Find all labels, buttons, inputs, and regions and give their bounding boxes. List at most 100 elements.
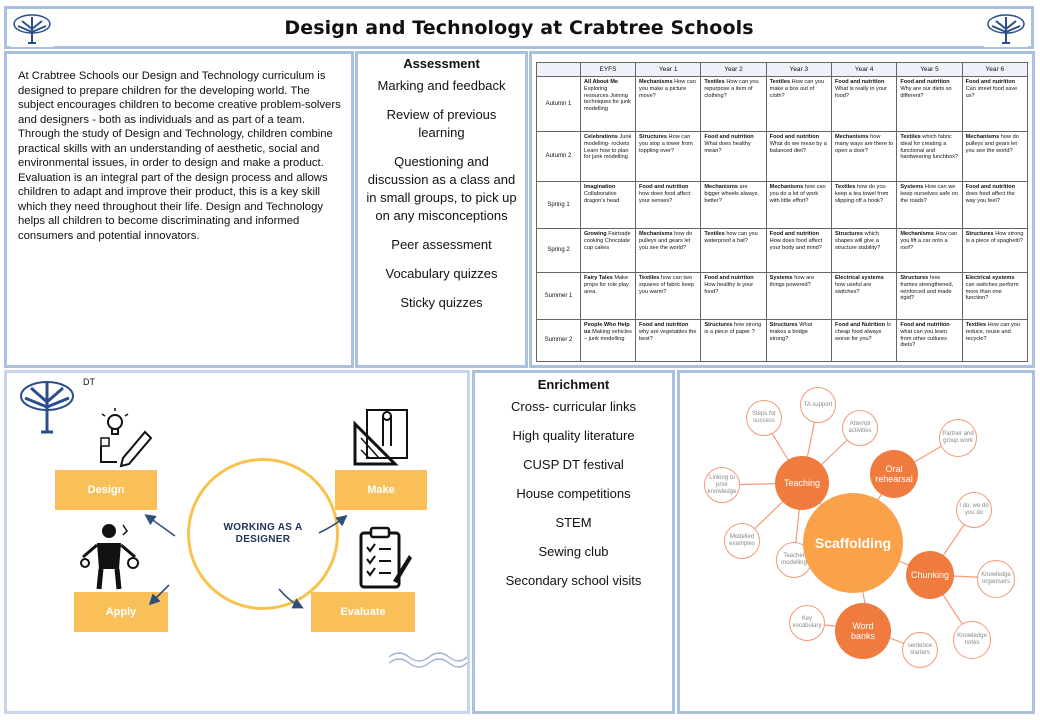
cell-topic: Imagination bbox=[584, 184, 616, 190]
school-tree-logo-icon bbox=[10, 13, 54, 47]
cell-question: How healthy is your food? bbox=[704, 281, 754, 295]
table-cell: Food and nutrition What does healthy mea… bbox=[700, 131, 767, 182]
leaf-knowledge-notes: Knowledge notes bbox=[953, 621, 991, 659]
cell-topic: People Who Help us bbox=[584, 322, 630, 335]
cell-topic: Food and nutrition bbox=[704, 275, 754, 281]
table-cell: Food and nutrition how does food affect … bbox=[634, 181, 702, 229]
enrichment-item: Sewing club bbox=[538, 544, 609, 559]
hub-word-banks: Word banks bbox=[835, 603, 891, 659]
table-cell: Fairy Tales Make props for role play are… bbox=[580, 272, 636, 320]
cell-topic: Food and nutrition bbox=[965, 184, 1016, 190]
cell-topic: Mechanisms bbox=[639, 79, 673, 85]
table-cell: Food and nutrition what can you learn fr… bbox=[896, 319, 963, 362]
cell-question: can switches perform more than one funct… bbox=[965, 281, 1019, 302]
cell-question: how many ways are there to open a door? bbox=[834, 134, 894, 154]
arrow-icon bbox=[148, 584, 170, 606]
leaf-sentence-starters: sentence starters bbox=[902, 632, 938, 668]
table-cell: Systems how are things powered? bbox=[765, 272, 832, 320]
stage-design: Design bbox=[55, 470, 157, 510]
intro-panel: At Crabtree Schools our Design and Techn… bbox=[4, 51, 354, 368]
design-tools-icon bbox=[353, 409, 408, 466]
cell-question: which shapes will give a structure stabi… bbox=[834, 231, 881, 251]
cell-topic: Textiles bbox=[965, 322, 987, 328]
table-cell: Imagination Collaborative dragon's head bbox=[580, 181, 636, 229]
curriculum-table: EYFS Year 1 Year 2 Year 3 Year 4 Year 5 … bbox=[536, 62, 1029, 362]
table-cell: Textiles which fabric ideal for creating… bbox=[896, 131, 963, 182]
table-cell: Growing Fairtrade cooking Chocolate cup … bbox=[580, 228, 636, 273]
cell-question: how do pulleys and gears let you see the… bbox=[965, 134, 1019, 154]
column-header: EYFS bbox=[580, 62, 636, 77]
table-cell: Structures How strong is a piece of spag… bbox=[961, 228, 1029, 273]
cell-question: What is really in your food? bbox=[834, 85, 887, 99]
cell-topic: Food and nutrition bbox=[965, 79, 1016, 85]
assessment-panel: Assessment Marking and feedback Review o… bbox=[355, 51, 528, 368]
table-cell: Textiles How can you reduce, reuse and r… bbox=[961, 319, 1029, 362]
table-cell: Textiles how can two squares of fabric k… bbox=[634, 272, 702, 320]
curriculum-panel: EYFS Year 1 Year 2 Year 3 Year 4 Year 5 … bbox=[529, 51, 1035, 368]
column-header: Year 6 bbox=[961, 62, 1029, 77]
cell-topic: Food and nutrition bbox=[639, 184, 689, 190]
table-cell: Electrical systems how useful are switch… bbox=[830, 272, 898, 320]
cell-question: which fabric ideal for creating a functi… bbox=[900, 134, 959, 161]
cell-question: how frames strengthened, reinforced and … bbox=[900, 275, 954, 302]
table-cell: Food and nutrition What do we mean by a … bbox=[765, 131, 832, 182]
cell-topic: Structures bbox=[704, 322, 733, 328]
assessment-item: Sticky quizzes bbox=[400, 295, 483, 310]
school-tree-logo-icon bbox=[984, 13, 1028, 47]
cell-question: How does food affect your body and mind? bbox=[769, 237, 823, 251]
cell-question: how strong is a piece of paper ? bbox=[704, 322, 762, 335]
column-header: Year 2 bbox=[700, 62, 767, 77]
cell-question: how does food affect your senses? bbox=[639, 190, 691, 204]
cell-topic: Celebrations bbox=[584, 134, 618, 140]
assessment-item: Marking and feedback bbox=[377, 78, 506, 93]
cell-question: does food affect the way you feel? bbox=[965, 190, 1015, 204]
leaf-linking-prior-knowledge: Linking to prior knowledge bbox=[704, 467, 740, 503]
cell-topic: Mechanisms bbox=[769, 184, 804, 190]
table-cell: Food and nutrition How does food affect … bbox=[765, 228, 832, 273]
cell-question: Exploring resources Joining techniques f… bbox=[584, 85, 631, 113]
term-label: Spring 2 bbox=[536, 228, 581, 273]
arrow-icon bbox=[318, 515, 348, 534]
cell-topic: Systems bbox=[769, 275, 793, 281]
cell-question: how do pulleys and gears let you see the… bbox=[639, 231, 693, 251]
cell-topic: Food and nutrition bbox=[769, 231, 820, 237]
arrow-icon bbox=[144, 514, 176, 537]
wave-decoration-icon bbox=[388, 658, 467, 668]
cell-topic: Textiles bbox=[900, 134, 921, 140]
term-label: Autumn 1 bbox=[536, 76, 581, 132]
hub-teaching: Teaching bbox=[775, 456, 829, 510]
cell-topic: Food and nutrition bbox=[639, 322, 689, 328]
cell-topic: Structures bbox=[965, 231, 994, 237]
column-header: Year 5 bbox=[896, 62, 963, 77]
hub-chunking: Chunking bbox=[906, 551, 954, 599]
table-cell: Food and Nutrition Is cheap food always … bbox=[830, 319, 898, 362]
table-cell: Mechanisms how do pulleys and gears let … bbox=[634, 228, 702, 273]
term-label: Spring 1 bbox=[536, 181, 581, 229]
cell-question: What makes a bridge strong? bbox=[769, 322, 813, 342]
cell-question: How can we keep ourselves safe on the ro… bbox=[900, 184, 958, 204]
cell-question: how useful are switches? bbox=[834, 281, 872, 295]
leaf-partner-group-work: Partner and group work bbox=[939, 419, 977, 457]
leaf-attempt-activities: Attempt activities bbox=[842, 410, 878, 446]
wave-decoration-icon bbox=[388, 652, 467, 662]
cell-topic: Food and Nutrition bbox=[834, 322, 886, 328]
enrichment-item: CUSP DT festival bbox=[523, 457, 624, 472]
cell-topic: Textiles bbox=[704, 79, 725, 85]
cell-topic: Growing bbox=[584, 231, 607, 237]
table-cell: Electrical systems can switches perform … bbox=[961, 272, 1029, 320]
cell-topic: Systems bbox=[900, 184, 924, 190]
cell-question: why are vegetables the best? bbox=[639, 328, 697, 342]
table-cell: Food and nutrition What is really in you… bbox=[830, 76, 898, 132]
cell-question: Can street food save us? bbox=[965, 85, 1018, 99]
cell-topic: Food and nutrition bbox=[834, 79, 885, 85]
cell-question: Is cheap food always worse for you? bbox=[834, 322, 891, 342]
enrichment-heading: Enrichment bbox=[537, 377, 610, 392]
cell-question: how are things powered? bbox=[769, 275, 815, 288]
column-header bbox=[536, 62, 581, 77]
assessment-item: Questioning and discussion as a class an… bbox=[366, 154, 517, 223]
table-cell: Food and nutrition Why are our diets so … bbox=[896, 76, 963, 132]
lightbulb-pencil-icon bbox=[100, 408, 153, 468]
